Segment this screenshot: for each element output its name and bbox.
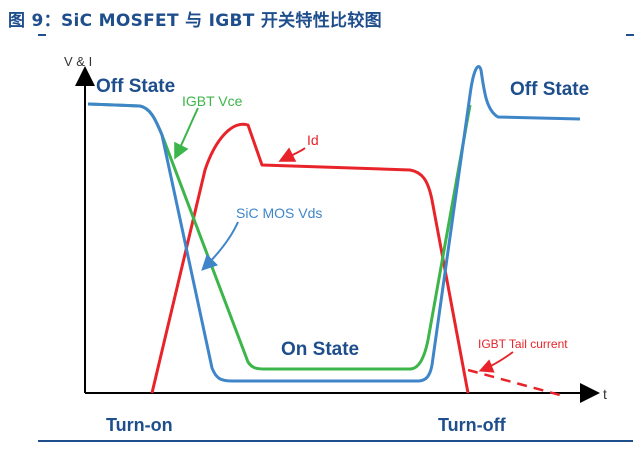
turn-off-label: Turn-off xyxy=(438,415,507,435)
sic-vds-pointer xyxy=(201,221,239,271)
y-axis-label: V & I xyxy=(64,54,92,69)
title-rule-left xyxy=(38,34,46,36)
bottom-rule xyxy=(38,440,633,442)
igbt-vce-curve xyxy=(87,102,472,371)
igbt-tail-pointer xyxy=(478,351,514,373)
id-curve xyxy=(150,122,470,394)
on-state-label: On State xyxy=(281,339,359,360)
sic-mos-vds-curve xyxy=(87,64,581,383)
igbt-tail-current-curve xyxy=(467,368,561,397)
id-pointer xyxy=(278,147,306,162)
turn-on-label: Turn-on xyxy=(106,415,173,435)
figure-title: 图 9：SiC MOSFET 与 IGBT 开关特性比较图 xyxy=(8,11,382,31)
off-state-right-label: Off State xyxy=(510,79,589,100)
igbt-vce-label: IGBT Vce xyxy=(182,93,243,109)
x-axis-label: t xyxy=(603,386,607,402)
title-rule-right xyxy=(626,34,634,36)
sic-mos-vds-label: SiC MOS Vds xyxy=(236,205,322,221)
igbt-tail-current-label: IGBT Tail current xyxy=(478,337,568,351)
off-state-left-label: Off State xyxy=(96,76,175,97)
igbt-vce-pointer xyxy=(174,107,199,160)
id-label: Id xyxy=(307,132,319,148)
